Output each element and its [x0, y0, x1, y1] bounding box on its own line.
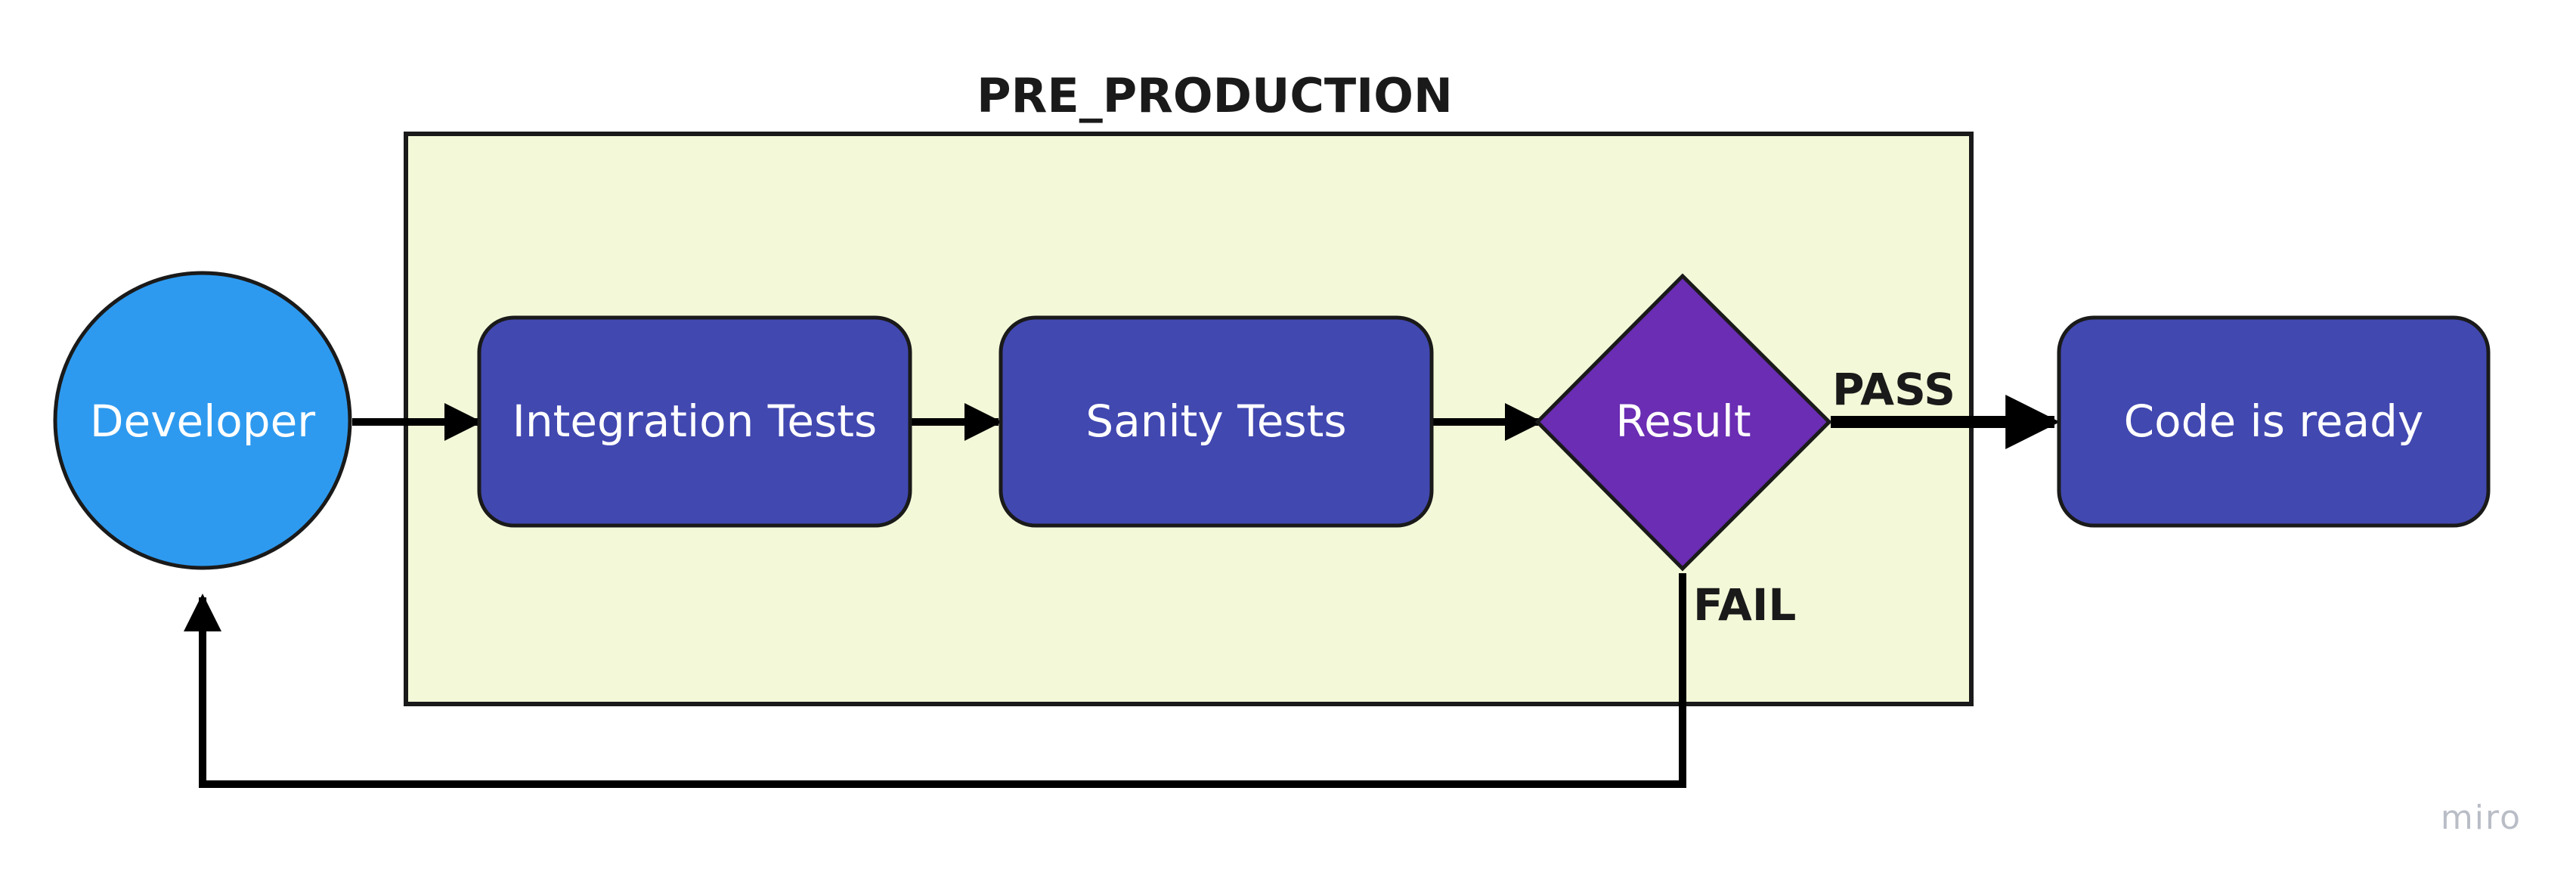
- edge-result-fail-to-developer: [184, 573, 1686, 788]
- developer-label: Developer: [90, 395, 315, 447]
- sanity-tests-label: Sanity Tests: [1085, 395, 1346, 447]
- result-label: Result: [1615, 395, 1751, 447]
- pass-label: PASS: [1832, 364, 1955, 415]
- sanity-tests-node[interactable]: Sanity Tests: [999, 315, 1434, 528]
- developer-node[interactable]: Developer: [53, 271, 352, 570]
- code-ready-label: Code is ready: [2124, 395, 2424, 447]
- integration-tests-node[interactable]: Integration Tests: [477, 315, 912, 528]
- result-decision-node[interactable]: Result: [1534, 273, 1832, 572]
- integration-tests-label: Integration Tests: [512, 395, 877, 447]
- container-label: PRE_PRODUCTION: [977, 68, 1453, 123]
- code-ready-node[interactable]: Code is ready: [2057, 315, 2491, 528]
- miro-watermark: miro: [2441, 799, 2522, 837]
- fail-label: FAIL: [1693, 579, 1796, 631]
